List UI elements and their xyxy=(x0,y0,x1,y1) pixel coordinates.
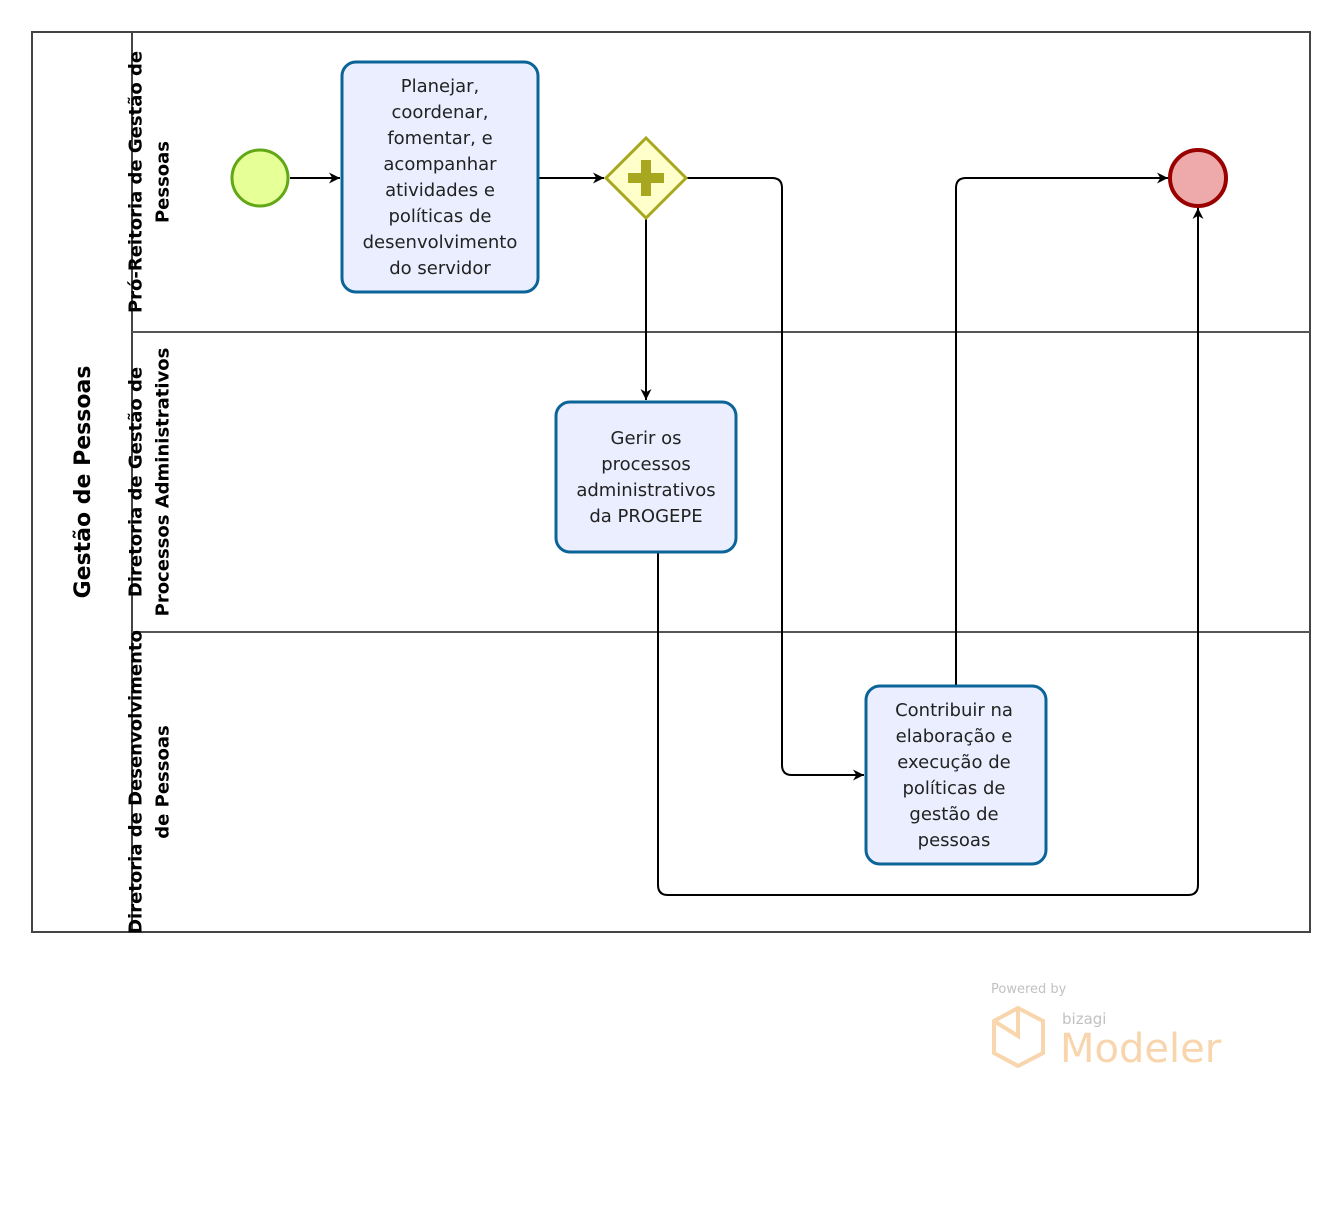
end-event[interactable] xyxy=(1168,148,1228,208)
text-line: acompanhar xyxy=(383,154,497,175)
text-line: administrativos xyxy=(576,480,715,501)
lane-label-processos-administrativos: Diretoria de Gestão de Processos Administ… xyxy=(126,348,174,617)
text-line: políticas de xyxy=(902,778,1005,799)
text-line: desenvolvimento xyxy=(363,232,518,253)
text-line: Diretoria de Desenvolvimento xyxy=(126,630,147,934)
watermark-product: Modeler xyxy=(1060,1026,1222,1072)
text-line: Pró-Reitoria de Gestão de xyxy=(126,51,147,313)
text-line: de Pessoas xyxy=(153,725,174,838)
task-label: Contribuir na elaboração e execução de polí… xyxy=(895,700,1013,851)
sequence-flow[interactable] xyxy=(657,208,1204,896)
text-line: fomentar, e xyxy=(387,128,492,149)
task-gerir-processos[interactable]: Gerir os processos administrativos da PROGE… xyxy=(554,400,738,554)
text-line: processos xyxy=(601,454,691,475)
text-line: da PROGEPE xyxy=(589,506,702,527)
watermark-brand: bizagi xyxy=(1062,1010,1106,1028)
start-event[interactable] xyxy=(230,148,290,208)
text-line: Planejar, xyxy=(401,76,480,97)
task-label: Gerir os processos administrativos da PROGE… xyxy=(576,428,715,527)
text-line: Contribuir na xyxy=(895,700,1013,721)
text-line: Gerir os xyxy=(611,428,682,449)
text-line: gestão de xyxy=(909,804,998,825)
sequence-flow[interactable] xyxy=(686,177,864,781)
lane-label-desenvolvimento-pessoas: Diretoria de Desenvolvimento de Pessoas xyxy=(126,630,174,934)
lane-label-pro-reitoria: Pró-Reitoria de Gestão de Pessoas xyxy=(126,51,174,313)
text-line: Pessoas xyxy=(153,141,174,223)
bizagi-logo-icon xyxy=(992,1005,1045,1069)
pool-title: Gestão de Pessoas xyxy=(71,366,96,599)
task-label: Planejar, coordenar, fomentar, e acompanhar… xyxy=(363,76,518,279)
text-line: execução de xyxy=(897,752,1010,773)
watermark-powered: Powered by xyxy=(991,982,1067,997)
parallel-gateway[interactable] xyxy=(603,135,689,221)
text-line: coordenar, xyxy=(391,102,488,123)
text-line: políticas de xyxy=(388,206,491,227)
text-line: atividades e xyxy=(385,180,495,201)
bizagi-watermark: Powered by bizagi Modeler xyxy=(991,982,1222,1072)
text-line: Processos Administrativos xyxy=(153,348,174,617)
sequence-flow[interactable] xyxy=(955,172,1168,686)
text-line: do servidor xyxy=(389,258,491,279)
task-contribuir[interactable]: Contribuir na elaboração e execução de polí… xyxy=(864,684,1048,866)
text-line: elaboração e xyxy=(896,726,1013,747)
plus-icon xyxy=(628,160,664,196)
text-line: Diretoria de Gestão de xyxy=(126,367,147,597)
task-planejar[interactable]: Planejar, coordenar, fomentar, e acompanhar… xyxy=(340,60,540,294)
text-line: pessoas xyxy=(918,830,991,851)
